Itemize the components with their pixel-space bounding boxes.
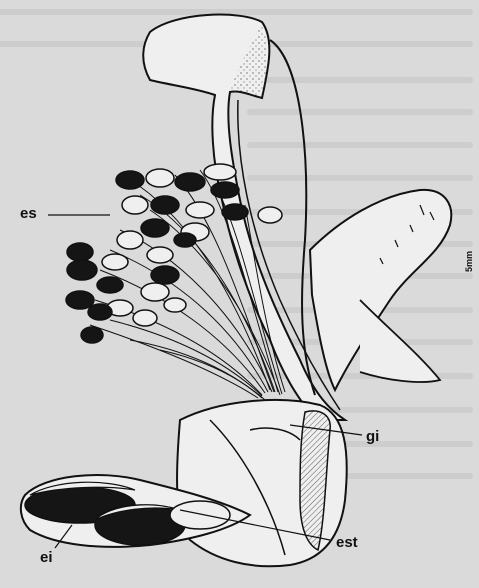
anther — [151, 266, 179, 284]
anther — [122, 196, 148, 214]
label-gi: gi — [366, 428, 379, 445]
anther — [204, 164, 236, 180]
anther — [141, 283, 169, 301]
anther — [81, 327, 103, 343]
anther — [67, 260, 97, 280]
anther — [258, 207, 282, 223]
anther — [102, 254, 128, 270]
anther — [174, 233, 196, 247]
anther — [133, 310, 157, 326]
anther — [66, 291, 94, 309]
anther — [222, 204, 248, 220]
anther — [146, 169, 174, 187]
anther — [186, 202, 214, 218]
anther — [175, 173, 205, 191]
lateral-petal-fold — [360, 300, 440, 382]
anther — [147, 247, 173, 263]
label-est: est — [336, 534, 358, 551]
anther — [141, 219, 169, 237]
label-ei: ei — [40, 549, 53, 566]
anther — [97, 277, 123, 293]
anther — [164, 298, 186, 312]
anther — [88, 304, 112, 320]
anther — [117, 231, 143, 249]
label-es: es — [20, 205, 37, 222]
anther — [116, 171, 144, 189]
anther — [67, 243, 93, 261]
anther — [151, 196, 179, 214]
scale-bar-label: 5mm — [464, 251, 474, 272]
staminode-lobe — [170, 501, 230, 529]
anther — [211, 182, 239, 198]
